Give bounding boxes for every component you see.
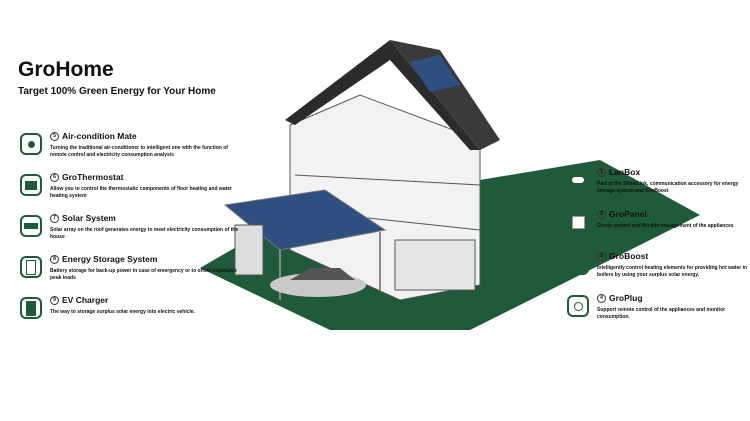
feature-number: 8 [50,255,59,265]
feature-description: Part of the ShineLink, communication acc… [597,181,739,194]
thermostat-icon [20,174,42,196]
feature-description: Intelligently control heating elements f… [597,265,748,278]
feature-number: 3 [597,252,606,262]
feature-description: Turning the traditional air-conditioner … [50,145,228,158]
feature-title: Air-condition Mate [62,131,137,141]
roof [285,40,480,150]
feature-description: Allow you to control the thermostatic co… [50,186,232,199]
feature-description: The way to storage surplus solar energy … [50,309,196,316]
boost-icon [567,253,589,275]
feature-number: 7 [50,214,59,224]
feature-title: LanBox [609,167,641,177]
feature-number: 5 [50,132,59,142]
solar-panel-icon [20,215,42,237]
plug-icon [567,295,589,317]
feature-description: Group control and flexible management of… [597,223,734,230]
feature-number: 1 [597,168,606,178]
feature-number: 2 [597,210,606,220]
battery-icon [20,256,42,278]
roof-solar [410,55,460,92]
feature-title: GroThermostat [62,172,124,182]
feature-description: Solar array on the roof generates energy… [50,227,239,240]
feature-title: GroBoost [609,251,649,261]
feature-description: Battery storage for back-up power in cas… [50,268,237,281]
feature-title: GroPlug [609,293,643,303]
feature-description: Support remote control of the appliances… [597,307,726,320]
lanbox-icon [567,169,589,191]
feature-title: EV Charger [62,295,109,305]
basement [394,239,476,291]
feature-title: GroPanel [609,209,647,219]
air-conditioner-icon [20,133,42,155]
feature-number: 9 [50,296,59,306]
page-title: GroHome [18,58,114,81]
feature-title: Energy Storage System [62,254,158,264]
feature-number: 6 [50,173,59,183]
ev-charger-icon [20,297,42,319]
garage-wall [234,224,264,276]
panel-icon [567,211,589,233]
feature-number: 4 [597,294,606,304]
feature-title: Solar System [62,213,116,223]
page-subtitle: Target 100% Green Energy for Your Home [18,86,216,97]
